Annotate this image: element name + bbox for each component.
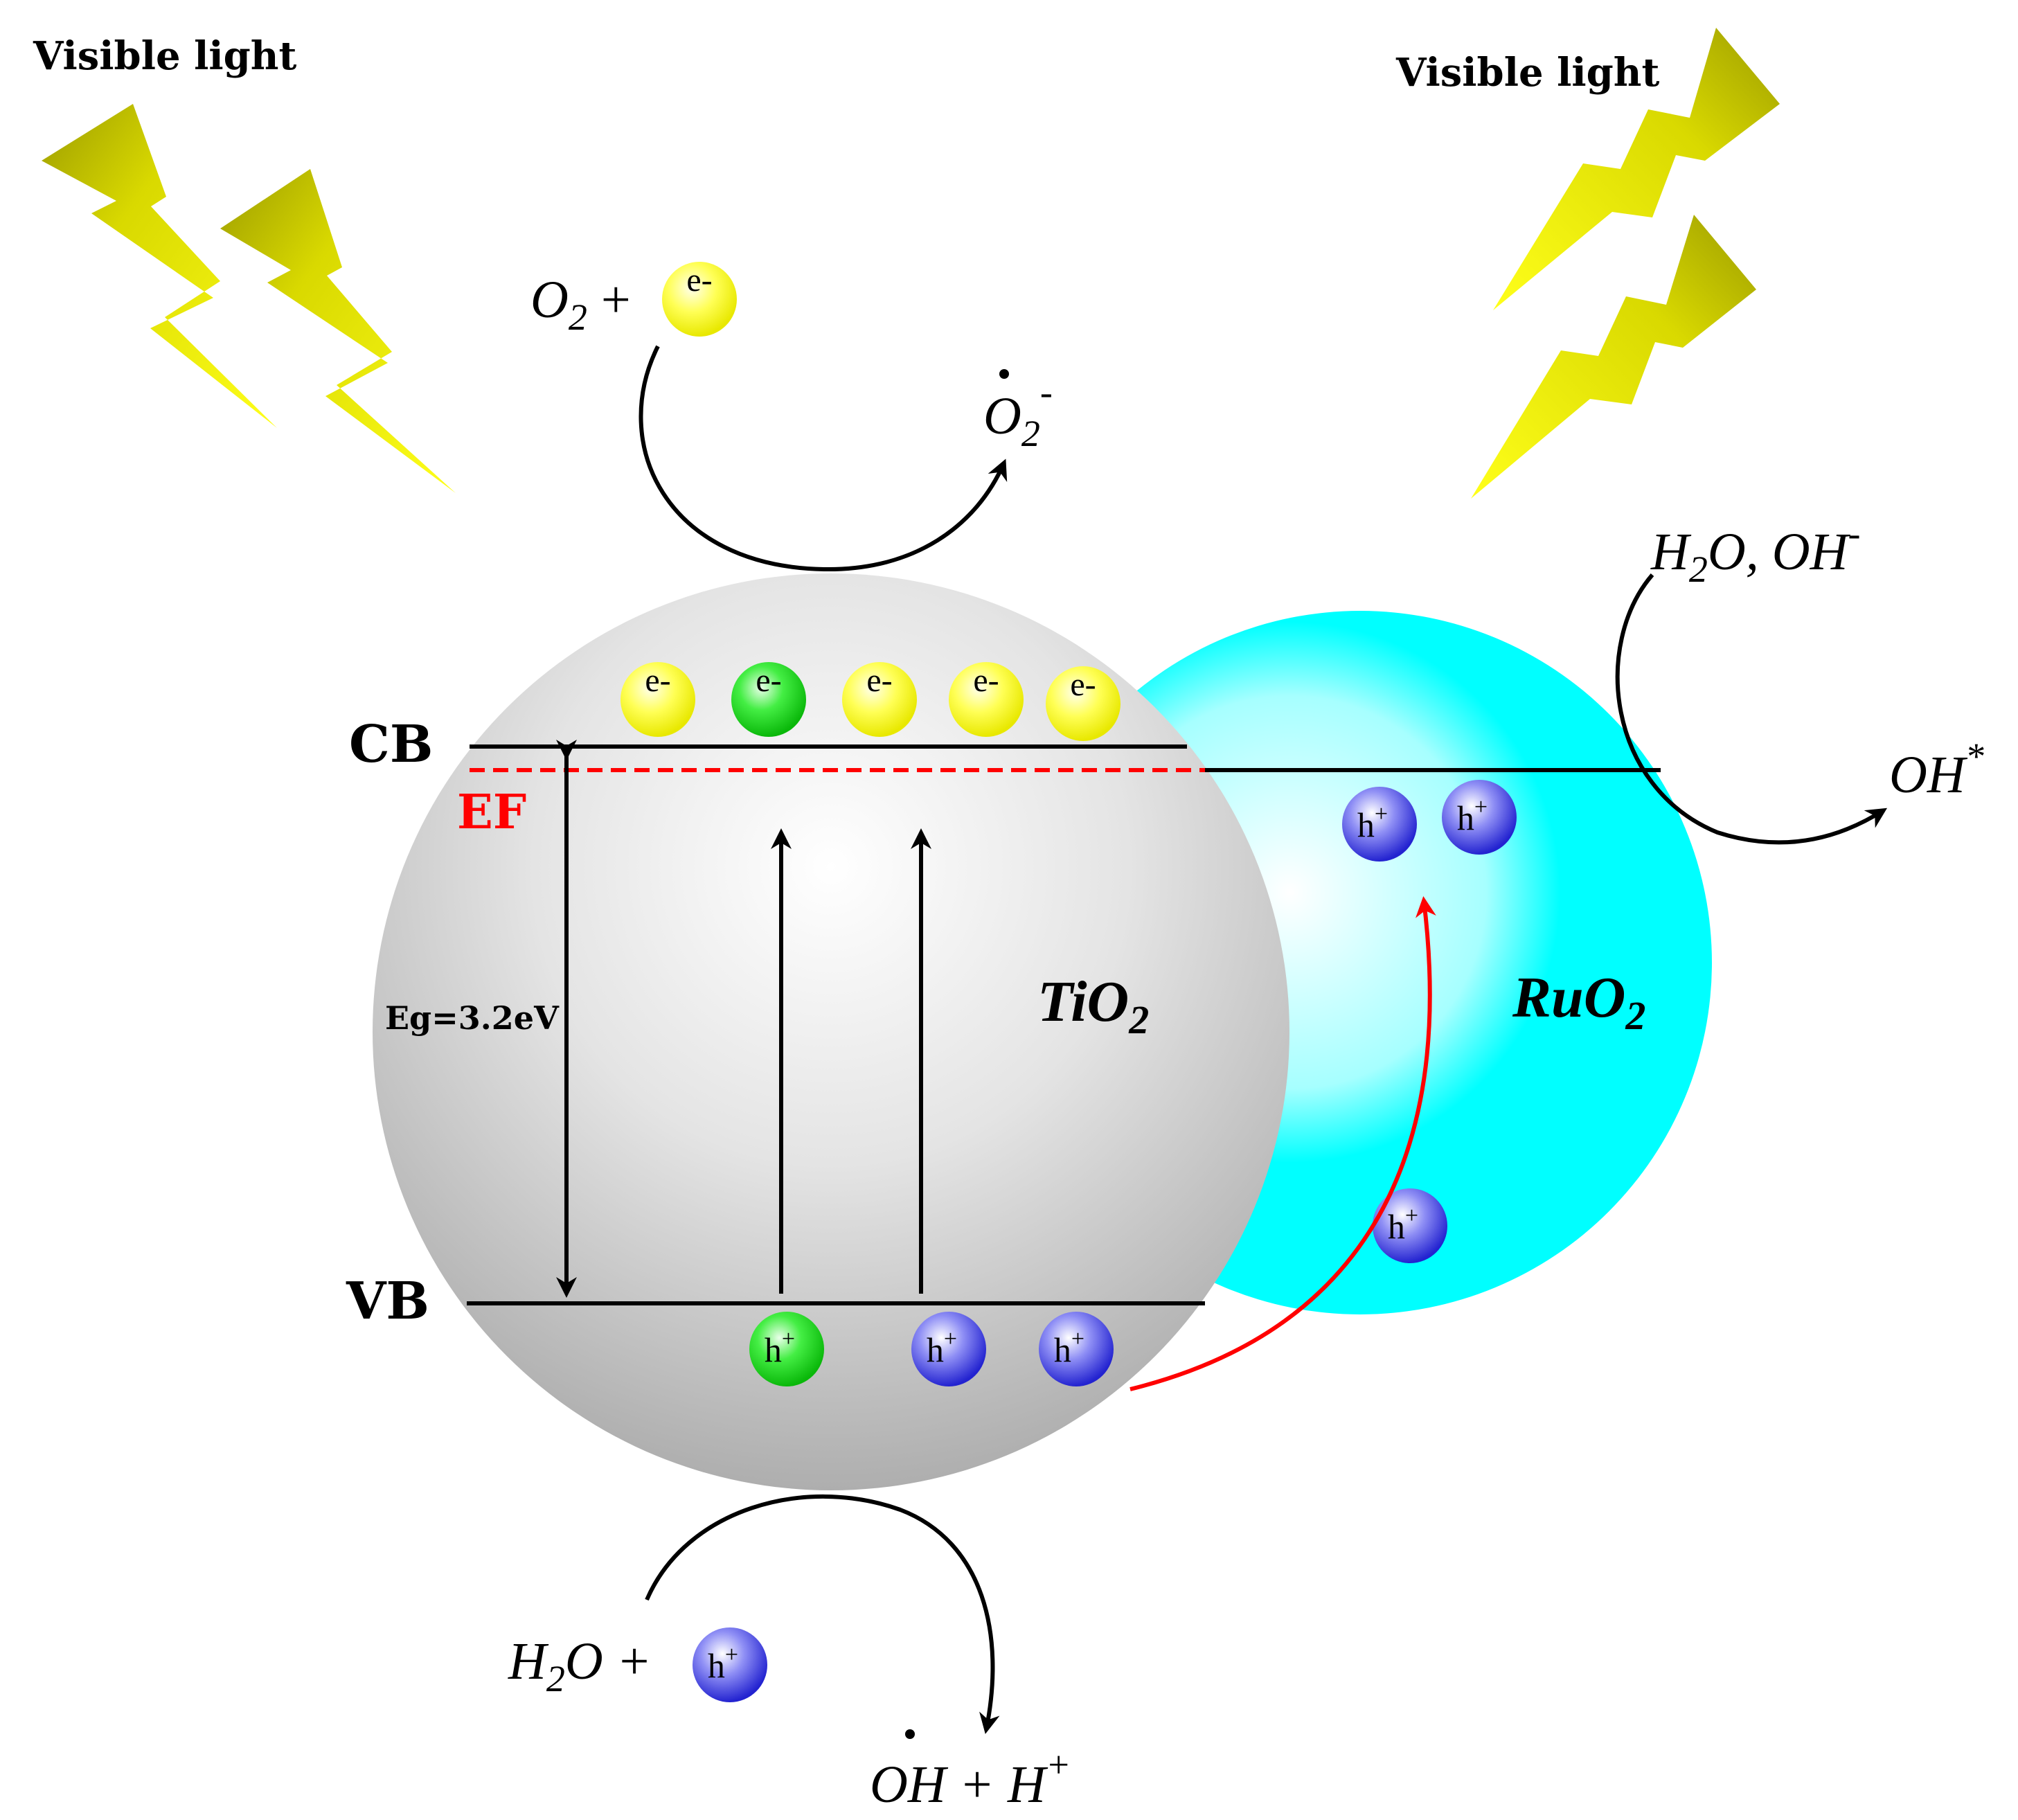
visible-light-label-left: Visible light [33, 33, 297, 79]
svg-text:h+: h+ [1357, 801, 1388, 844]
lightning-bolt-icon [42, 104, 277, 428]
svg-text:h+: h+ [1054, 1326, 1084, 1369]
electron-particle-green: e- [731, 662, 806, 737]
svg-text:e-: e- [645, 662, 670, 699]
ruo2-holes: h+ h+ h+ [1342, 780, 1517, 1263]
lightning-bolt-icon [1493, 28, 1780, 310]
electron-particle: e- [949, 662, 1024, 737]
vb-label: VB [346, 1272, 429, 1331]
svg-text:e-: e- [866, 662, 892, 699]
h2o-oh-reactant: H2O, OH- [1650, 512, 1861, 590]
tio2-label: TiO2 [1037, 970, 1149, 1042]
o2-reduction-reaction: O2+ e- O2- [530, 262, 1053, 572]
o2-reactant: O2+ [530, 271, 631, 338]
svg-text:h+: h+ [708, 1642, 738, 1685]
oxidation-arrow-right [1615, 573, 1888, 845]
oh-radical-reaction: H2O, OH- OH* [1615, 512, 1984, 845]
svg-text:h+: h+ [765, 1326, 795, 1369]
ef-label: EF [457, 785, 526, 840]
hole-particle: h+ [911, 1312, 986, 1386]
tio2-sphere [373, 573, 1289, 1490]
svg-text:h+: h+ [1388, 1203, 1418, 1246]
visible-light-label-right: Visible light [1395, 50, 1660, 96]
lightning-right-group [1471, 28, 1780, 499]
svg-text:e-: e- [686, 262, 712, 298]
svg-text:e-: e- [1070, 666, 1096, 703]
oxidation-arrow-bottom [645, 1494, 1000, 1734]
band-gap-label: Eg=3.2eV [385, 999, 560, 1037]
svg-text:e-: e- [756, 662, 781, 699]
hydroxyl-product: OH + H+ [870, 1744, 1071, 1814]
electron-particle: e- [662, 262, 737, 337]
electron-particle: e- [620, 662, 695, 737]
radical-dot [905, 1729, 915, 1739]
lightning-bolt-icon [1471, 215, 1756, 499]
hole-particle: h+ [693, 1627, 767, 1702]
hole-particle: h+ [1342, 787, 1417, 862]
superoxide-radical: O2- [983, 371, 1053, 454]
cb-electrons: e- e- e- e- e- [620, 662, 1120, 741]
h2o-reactant: H2O + [508, 1632, 652, 1699]
hole-transfer-arrow [1129, 896, 1436, 1391]
ruo2-label: RuO2 [1512, 965, 1645, 1038]
electron-particle: e- [842, 662, 917, 737]
svg-text:e-: e- [973, 662, 999, 699]
radical-dot [999, 369, 1009, 379]
electron-particle: e- [1046, 666, 1120, 741]
lightning-left-group [42, 104, 456, 493]
reduction-arrow [639, 345, 1008, 572]
hole-particle: h+ [1039, 1312, 1114, 1386]
water-oxidation-reaction: H2O + h+ OH + H+ [508, 1494, 1071, 1814]
lightning-bolt-icon [220, 169, 456, 493]
oh-star-product: OH* [1889, 735, 1984, 804]
svg-text:h+: h+ [927, 1326, 957, 1369]
vb-holes: h+ h+ h+ [749, 1312, 1114, 1386]
hole-particle: h+ [1442, 780, 1517, 855]
svg-text:h+: h+ [1457, 794, 1488, 837]
hole-particle: h+ [1373, 1188, 1447, 1263]
cb-label: CB [349, 715, 433, 774]
hole-particle-green: h+ [749, 1312, 824, 1386]
